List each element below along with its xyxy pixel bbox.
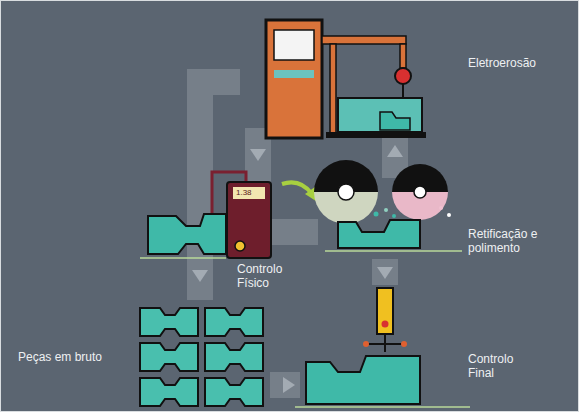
raw-part bbox=[205, 308, 263, 336]
meter-reading: 1.38 bbox=[236, 188, 252, 198]
flow-band bbox=[377, 259, 393, 285]
raw-part bbox=[205, 378, 263, 406]
probe-tip bbox=[366, 343, 404, 345]
flow-arrowhead bbox=[250, 149, 266, 161]
edm-post bbox=[330, 44, 336, 134]
edm-tower bbox=[266, 20, 322, 138]
ground-line bbox=[140, 257, 226, 259]
probe-point bbox=[401, 341, 407, 347]
meter-body bbox=[227, 182, 271, 258]
meter-display bbox=[233, 187, 265, 199]
ground-line bbox=[325, 250, 462, 252]
flow-band-path bbox=[372, 259, 398, 285]
edm-head bbox=[395, 68, 411, 84]
workpiece bbox=[306, 356, 420, 404]
workpiece bbox=[148, 214, 226, 254]
edm-tank bbox=[338, 98, 422, 132]
probe-light bbox=[382, 321, 389, 328]
spark bbox=[430, 211, 435, 216]
raw-part bbox=[140, 378, 198, 406]
meter-knob bbox=[235, 241, 245, 251]
stage-label: Peças em bruto bbox=[18, 350, 128, 364]
process-stage: Retificação e polimento bbox=[318, 178, 562, 259]
process-stage: Controlo Final bbox=[300, 285, 560, 408]
raw-part bbox=[140, 343, 198, 371]
edm-beam bbox=[322, 36, 406, 44]
flow-band bbox=[270, 377, 300, 393]
edm-panel bbox=[274, 70, 314, 78]
stage-label: Controlo Físico bbox=[237, 262, 295, 290]
spark bbox=[392, 214, 396, 218]
workpiece bbox=[338, 220, 420, 248]
raw-part bbox=[205, 343, 263, 371]
flow-arrowhead bbox=[377, 267, 393, 279]
spark bbox=[374, 212, 379, 217]
probe-point bbox=[363, 341, 369, 347]
flow-band-path bbox=[270, 372, 300, 398]
process-stage: Controlo Físico bbox=[140, 170, 299, 294]
spark bbox=[439, 206, 443, 210]
stage-label: Retificação e polimento bbox=[468, 227, 558, 255]
process-stage: Eletroerosão bbox=[240, 12, 562, 128]
spark bbox=[384, 208, 388, 212]
flow-arrowhead bbox=[192, 270, 208, 282]
edm-rod bbox=[400, 44, 406, 68]
edm-base bbox=[326, 132, 426, 138]
wheel-hub bbox=[414, 186, 426, 198]
flow-arrowhead bbox=[283, 377, 295, 393]
edm-workpiece bbox=[380, 112, 410, 130]
stage-label: Controlo Final bbox=[468, 352, 538, 380]
wheel-hub bbox=[338, 184, 354, 200]
spark bbox=[447, 213, 451, 217]
stage-label: Eletroerosão bbox=[468, 56, 558, 70]
probe bbox=[377, 288, 393, 334]
raw-part bbox=[140, 308, 198, 336]
edm-screen bbox=[274, 30, 314, 60]
flow-arrowhead bbox=[387, 145, 403, 157]
ground-line bbox=[295, 406, 470, 408]
process-stage: Peças em bruto bbox=[10, 300, 270, 410]
